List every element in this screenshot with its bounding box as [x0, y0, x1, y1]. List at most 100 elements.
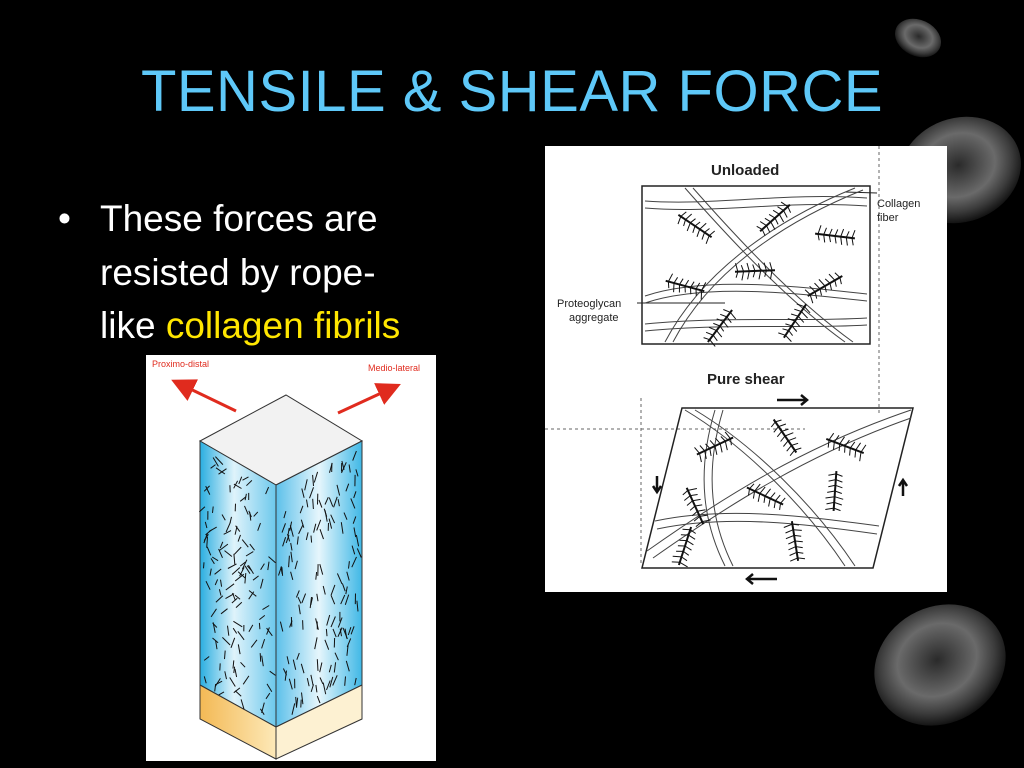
- fibril-stroke: [285, 534, 290, 544]
- fibril-stroke: [259, 653, 262, 662]
- fibril-stroke: [325, 628, 328, 637]
- aggregate-branch: [764, 488, 771, 497]
- bullet-highlight: collagen fibrils: [165, 305, 401, 347]
- aggregate-branch: [790, 313, 799, 317]
- aggregate-branch: [689, 218, 696, 224]
- fibril-stroke: [346, 644, 349, 656]
- aggregate-branch: [855, 442, 862, 451]
- fibril-stroke: [352, 450, 357, 461]
- aggregate-branch: [825, 507, 834, 510]
- fibril-stroke: [316, 695, 321, 704]
- aggregate-branch: [720, 313, 728, 318]
- fibril-stroke: [312, 498, 314, 510]
- aggregate-branch: [752, 264, 756, 272]
- aggregate-branch: [792, 523, 800, 526]
- fibril-stroke: [246, 565, 252, 571]
- fibril-stroke: [239, 567, 245, 577]
- aggregate-branch: [828, 473, 837, 476]
- aggregate-branch: [747, 271, 750, 280]
- fibril-stroke: [224, 650, 226, 660]
- fibril-stroke: [288, 555, 290, 568]
- fibril-stroke: [262, 605, 270, 611]
- fibril-stroke: [252, 575, 259, 581]
- fibril-stroke: [238, 476, 243, 485]
- fibril-stroke: [296, 536, 299, 545]
- aggregate-branch: [823, 227, 827, 235]
- aggregate-branch: [752, 270, 756, 278]
- aggregate-branch: [826, 501, 835, 505]
- aggregate-branch: [834, 272, 841, 278]
- sheared-box: [641, 407, 914, 569]
- aggregate-branch: [780, 497, 786, 504]
- aggregate-branch: [735, 271, 739, 278]
- fibril-stroke: [220, 579, 223, 587]
- fibril-stroke: [315, 618, 319, 630]
- fibril-stroke: [218, 468, 227, 475]
- fibril-stroke: [249, 543, 255, 551]
- aggregate-branch: [776, 430, 783, 438]
- shear-diagram-figure: Unloaded Collagen fiber Proteoglycan agg…: [545, 146, 947, 592]
- bullet-line-1: These forces are: [100, 198, 378, 239]
- fibril-stroke: [350, 626, 355, 635]
- fibril-stroke: [253, 511, 259, 517]
- aggregate-branch: [783, 523, 793, 528]
- fibril-stroke: [310, 684, 314, 693]
- blood-cell-top: [894, 18, 942, 58]
- aggregate-branch: [766, 225, 771, 233]
- aggregate-branch: [775, 419, 782, 423]
- aggregate-branch: [782, 328, 789, 331]
- fibril-stroke: [315, 684, 318, 693]
- fibril-stroke: [346, 571, 350, 581]
- aggregate-branch: [770, 270, 773, 280]
- fibril-stroke: [212, 637, 219, 644]
- fibril-stroke: [290, 551, 293, 563]
- aggregate-branch: [724, 431, 731, 440]
- aggregate-branch: [683, 495, 691, 501]
- fibril-stroke: [222, 637, 231, 646]
- aggregate-branch: [828, 228, 833, 236]
- fibril-stroke: [212, 622, 216, 633]
- fibril-stroke: [333, 496, 338, 508]
- fibril-stroke: [298, 604, 301, 615]
- fibril-stroke: [203, 676, 207, 684]
- fibril-stroke: [230, 637, 236, 648]
- aggregate-branch: [778, 332, 786, 336]
- aggregate-branch: [787, 206, 792, 213]
- unloaded-fibers: [644, 187, 868, 343]
- fibril-stroke: [237, 571, 246, 579]
- fibril-stroke: [319, 677, 324, 685]
- fibril-stroke: [227, 563, 237, 569]
- aggregate-branch: [788, 437, 797, 442]
- fibril-stroke: [214, 568, 222, 575]
- aggregate-branch: [719, 325, 725, 332]
- collagen-fiber-label-2: fiber: [877, 212, 899, 224]
- fibril-stroke: [324, 510, 328, 522]
- unloaded-box: [641, 185, 871, 345]
- aggregate-branch: [827, 490, 836, 493]
- aggregate-branch: [754, 483, 761, 492]
- fibril-stroke: [227, 625, 230, 636]
- aggregate-branch: [823, 234, 826, 243]
- aggregate-branch: [681, 556, 688, 562]
- fibril-stroke: [242, 476, 249, 481]
- fibril-stroke: [329, 676, 334, 688]
- fibril-stroke: [210, 558, 215, 565]
- aggregate-branch: [839, 436, 845, 445]
- aggregate-branch: [860, 444, 867, 453]
- aggregate-branch: [694, 504, 703, 507]
- fibril-stroke: [294, 560, 298, 570]
- aggregate-branch: [789, 557, 798, 562]
- shear-diagram-svg: Unloaded Collagen fiber Proteoglycan agg…: [545, 146, 920, 585]
- aggregate-branch: [834, 496, 844, 500]
- aggregate-branch: [692, 225, 696, 233]
- aggregate-branch: [759, 486, 766, 494]
- aggregate-branch: [724, 440, 728, 451]
- fibril-stroke: [234, 546, 242, 555]
- aggregate-branch: [691, 510, 698, 517]
- aggregate-branch: [720, 436, 726, 442]
- aggregate-branch: [748, 488, 750, 496]
- aggregate-branch: [763, 262, 767, 271]
- fibril-stroke: [345, 660, 350, 672]
- fibril-stroke: [233, 687, 241, 694]
- aggregate-branch: [699, 445, 706, 452]
